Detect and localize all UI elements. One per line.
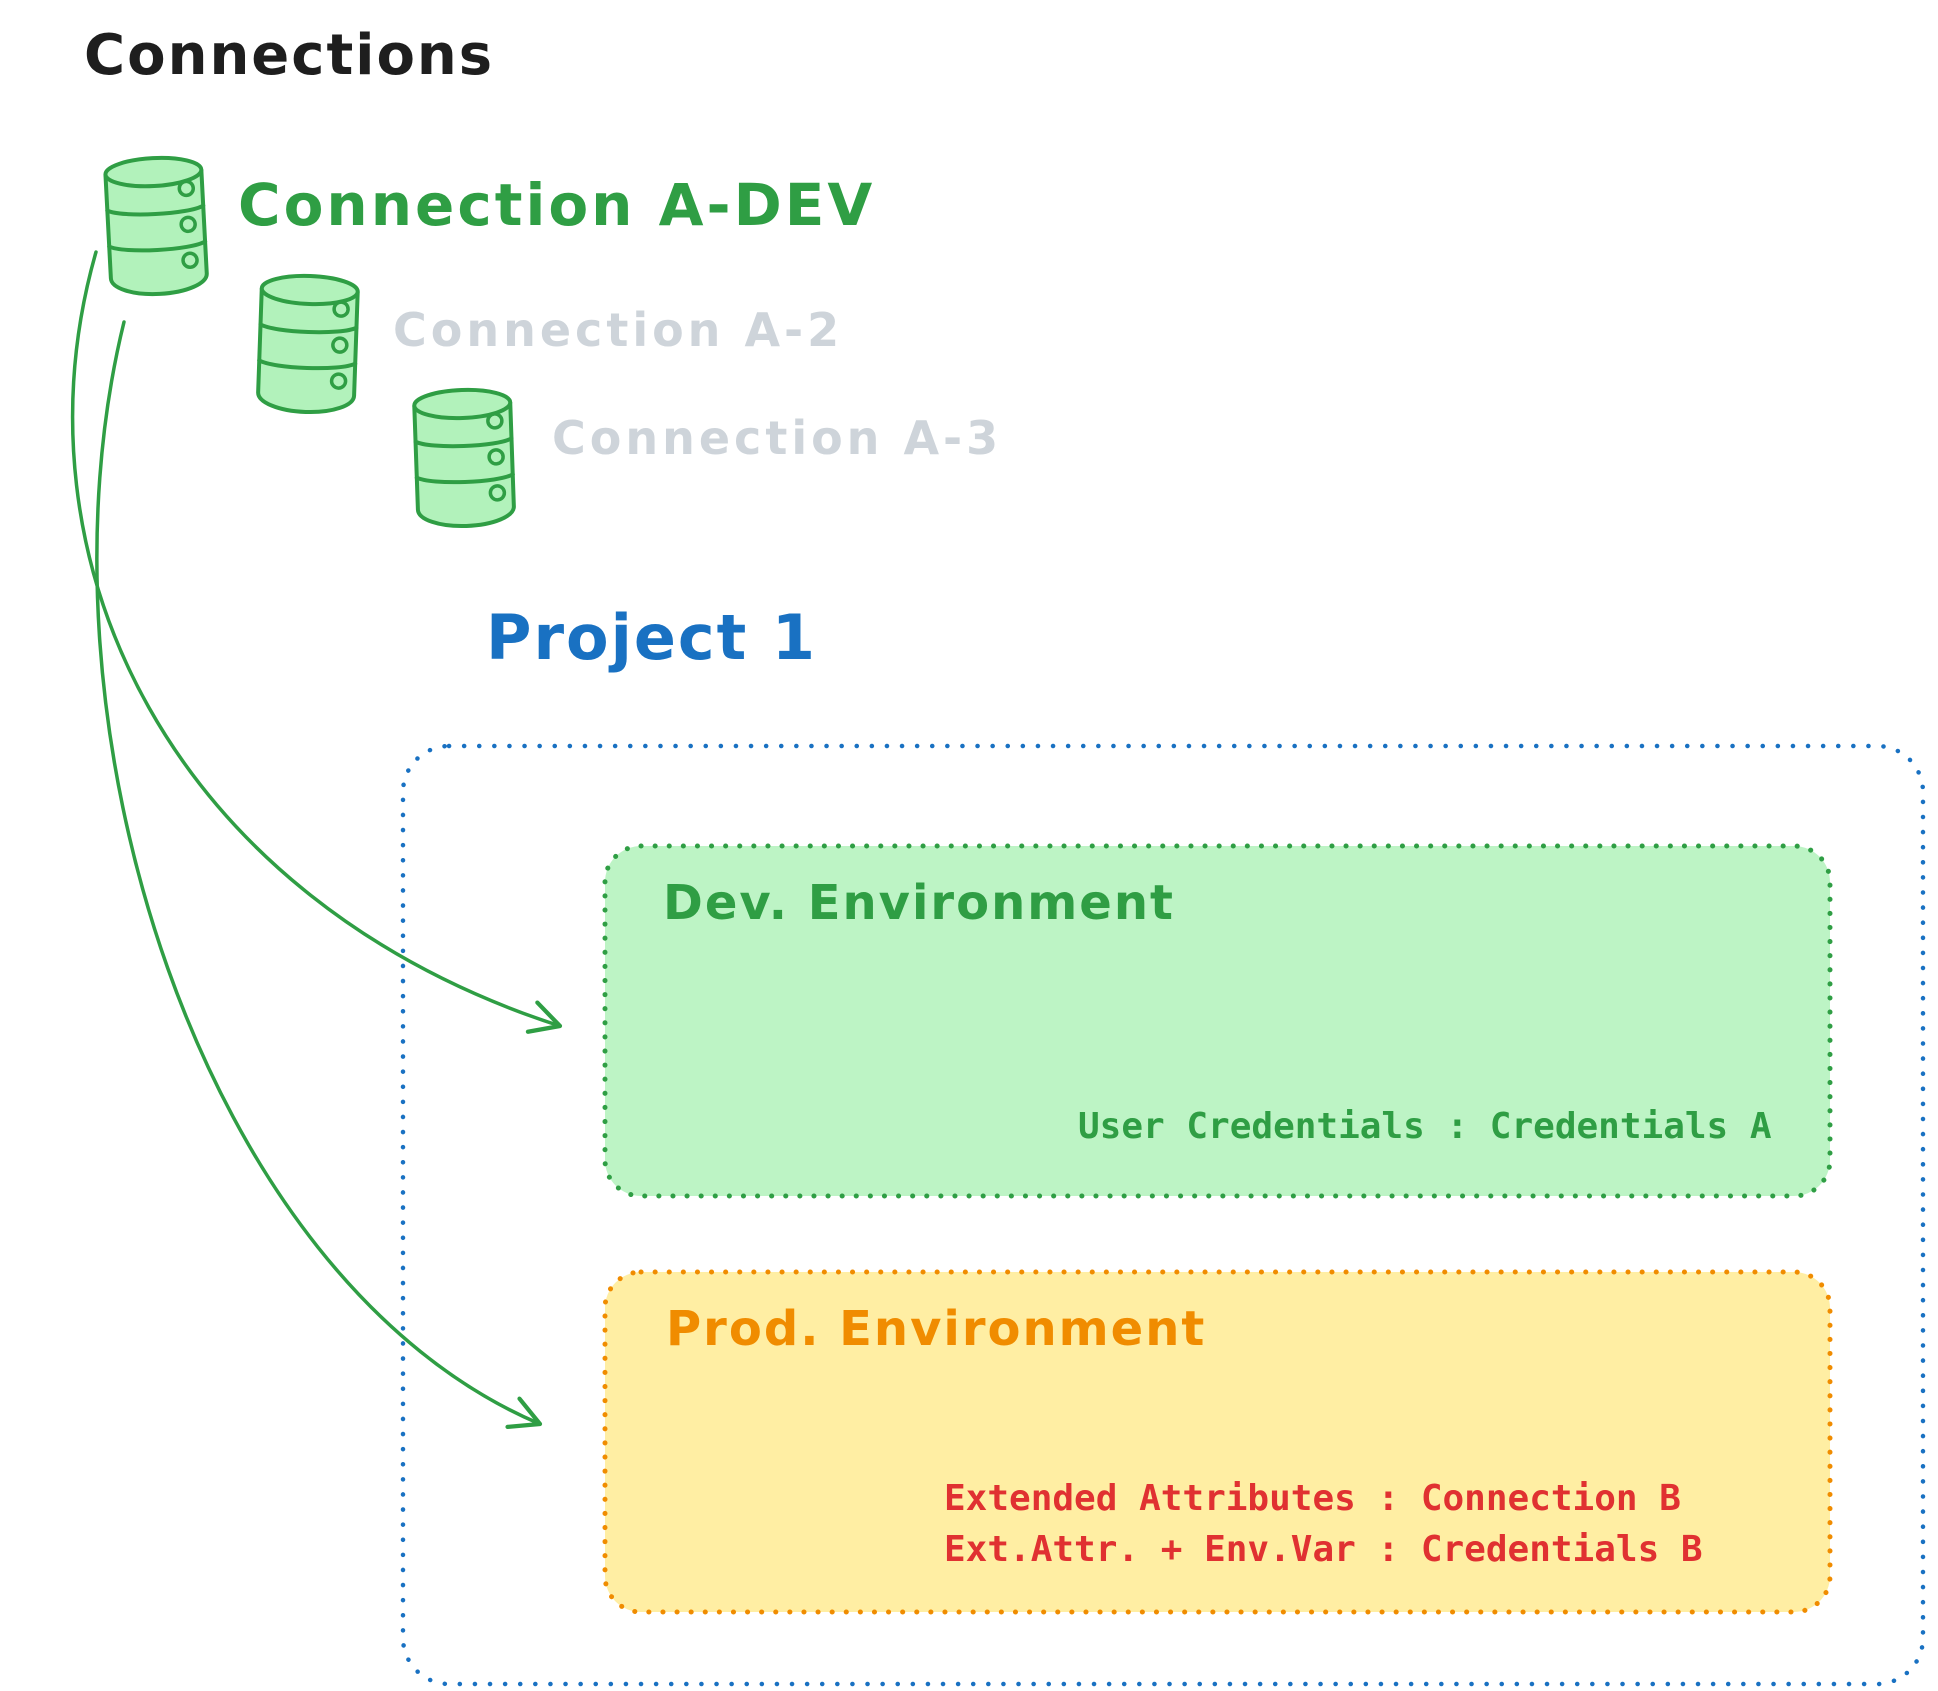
prod-environment-label: Prod. Environment [666, 1301, 1207, 1357]
arrow-to-prod-environment [95, 320, 543, 1429]
project-1-title: Project 1 [486, 601, 818, 674]
dev-environment-label: Dev. Environment [663, 875, 1175, 931]
connection-a-dev-label: Connection A-DEV [238, 171, 876, 239]
prod-environment-envvar-text: Ext.Attr. + Env.Var : Credentials B [944, 1529, 1703, 1570]
database-icon-connection-a-3[interactable] [414, 388, 515, 527]
dev-environment-credentials-text: User Credentials : Credentials A [1078, 1106, 1772, 1147]
database-icon-connection-a-dev[interactable] [105, 156, 208, 297]
prod-environment-box[interactable] [602, 1269, 1833, 1615]
arrow-to-dev-environment [70, 250, 563, 1034]
connection-a-3-label: Connection A-3 [552, 411, 1003, 465]
connection-a-2-label: Connection A-2 [393, 303, 844, 357]
database-icon-connection-a-2[interactable] [258, 274, 359, 413]
connections-title: Connections [84, 23, 495, 88]
prod-environment-attributes-text: Extended Attributes : Connection B [944, 1478, 1681, 1519]
dev-environment-box[interactable] [602, 843, 1833, 1199]
